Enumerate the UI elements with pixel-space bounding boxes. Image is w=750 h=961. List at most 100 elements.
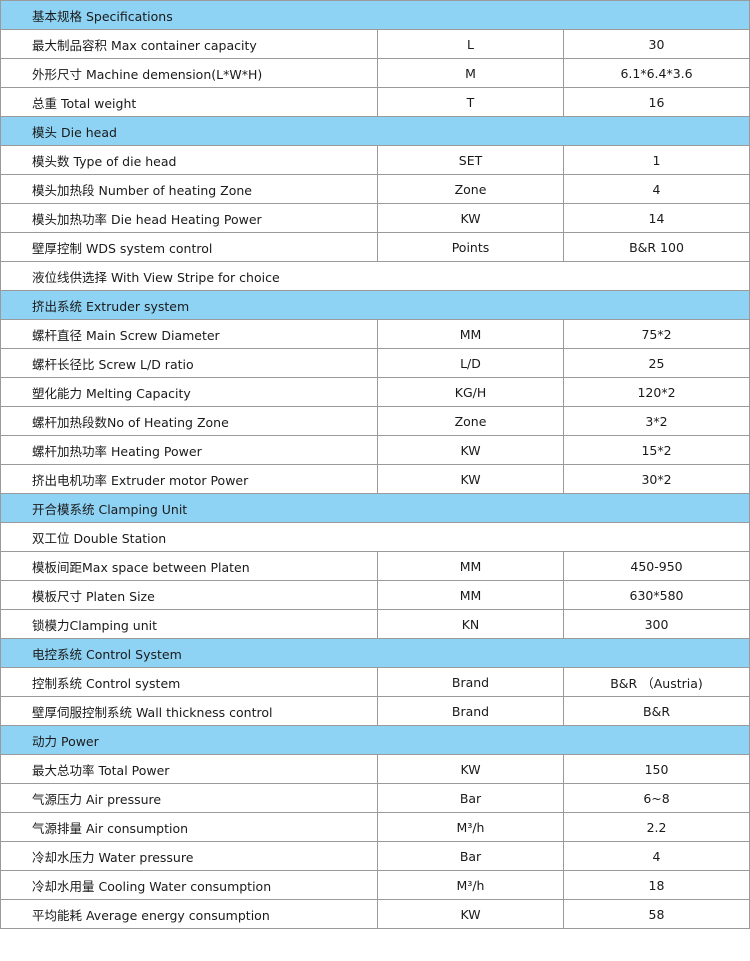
spec-value: 1 bbox=[562, 145, 750, 175]
spec-note: 双工位 Double Station bbox=[0, 522, 750, 552]
spec-label: 螺杆直径 Main Screw Diameter bbox=[0, 319, 378, 349]
spec-value: 300 bbox=[562, 609, 750, 639]
spec-unit: KN bbox=[377, 609, 564, 639]
spec-label: 壁厚伺服控制系统 Wall thickness control bbox=[0, 696, 378, 726]
spec-label: 模板尺寸 Platen Size bbox=[0, 580, 378, 610]
section-header: 动力 Power bbox=[0, 725, 750, 755]
spec-label: 锁模力Clamping unit bbox=[0, 609, 378, 639]
section-title: 开合模系统 Clamping Unit bbox=[0, 493, 750, 523]
spec-unit: M³/h bbox=[377, 812, 564, 842]
spec-label: 模头数 Type of die head bbox=[0, 145, 378, 175]
spec-value: 16 bbox=[562, 87, 750, 117]
spec-label: 控制系统 Control system bbox=[0, 667, 378, 697]
spec-value: 75*2 bbox=[562, 319, 750, 349]
spec-label: 气源压力 Air pressure bbox=[0, 783, 378, 813]
spec-value: B&R 100 bbox=[562, 232, 750, 262]
table-row: 液位线供选择 With View Stripe for choice bbox=[0, 261, 750, 291]
spec-label: 最大总功率 Total Power bbox=[0, 754, 378, 784]
spec-unit: SET bbox=[377, 145, 564, 175]
spec-label: 模头加热功率 Die head Heating Power bbox=[0, 203, 378, 233]
spec-label: 冷却水压力 Water pressure bbox=[0, 841, 378, 871]
spec-unit: L bbox=[377, 29, 564, 59]
section-title: 电控系统 Control System bbox=[0, 638, 750, 668]
spec-value: 18 bbox=[562, 870, 750, 900]
spec-value: 6.1*6.4*3.6 bbox=[562, 58, 750, 88]
spec-unit: MM bbox=[377, 319, 564, 349]
section-title: 挤出系统 Extruder system bbox=[0, 290, 750, 320]
spec-label: 平均能耗 Average energy consumption bbox=[0, 899, 378, 929]
spec-unit: Zone bbox=[377, 174, 564, 204]
spec-unit: KW bbox=[377, 754, 564, 784]
spec-unit: KG/H bbox=[377, 377, 564, 407]
spec-unit: Brand bbox=[377, 667, 564, 697]
spec-label: 螺杆加热功率 Heating Power bbox=[0, 435, 378, 465]
spec-unit: KW bbox=[377, 203, 564, 233]
spec-value: 450-950 bbox=[562, 551, 750, 581]
spec-label: 外形尺寸 Machine demension(L*W*H) bbox=[0, 58, 378, 88]
spec-value: 4 bbox=[562, 174, 750, 204]
spec-value: 15*2 bbox=[562, 435, 750, 465]
spec-value: 4 bbox=[562, 841, 750, 871]
spec-label: 塑化能力 Melting Capacity bbox=[0, 377, 378, 407]
spec-label: 壁厚控制 WDS system control bbox=[0, 232, 378, 262]
spec-unit: KW bbox=[377, 464, 564, 494]
spec-label: 模板间距Max space between Platen bbox=[0, 551, 378, 581]
spec-unit: KW bbox=[377, 435, 564, 465]
section-header: 电控系统 Control System bbox=[0, 638, 750, 668]
spec-value: 120*2 bbox=[562, 377, 750, 407]
spec-value: B&R bbox=[562, 696, 750, 726]
spec-value: 25 bbox=[562, 348, 750, 378]
spec-unit: Brand bbox=[377, 696, 564, 726]
spec-label: 挤出电机功率 Extruder motor Power bbox=[0, 464, 378, 494]
spec-value: 30*2 bbox=[562, 464, 750, 494]
spec-value: 2.2 bbox=[562, 812, 750, 842]
spec-unit: Bar bbox=[377, 841, 564, 871]
spec-value: 14 bbox=[562, 203, 750, 233]
section-title: 动力 Power bbox=[0, 725, 750, 755]
spec-unit: Bar bbox=[377, 783, 564, 813]
spec-unit: KW bbox=[377, 899, 564, 929]
spec-value: 150 bbox=[562, 754, 750, 784]
spec-value: 30 bbox=[562, 29, 750, 59]
spec-label: 气源排量 Air consumption bbox=[0, 812, 378, 842]
spec-label: 最大制品容积 Max container capacity bbox=[0, 29, 378, 59]
spec-unit: Points bbox=[377, 232, 564, 262]
spec-label: 螺杆加热段数No of Heating Zone bbox=[0, 406, 378, 436]
spec-value: 58 bbox=[562, 899, 750, 929]
spec-value: 3*2 bbox=[562, 406, 750, 436]
spec-label: 冷却水用量 Cooling Water consumption bbox=[0, 870, 378, 900]
section-title: 基本规格 Specifications bbox=[0, 0, 750, 30]
spec-label: 螺杆长径比 Screw L/D ratio bbox=[0, 348, 378, 378]
spec-unit: L/D bbox=[377, 348, 564, 378]
table-row: 双工位 Double Station bbox=[0, 522, 750, 552]
section-header: 基本规格 Specifications bbox=[0, 0, 750, 30]
section-header: 开合模系统 Clamping Unit bbox=[0, 493, 750, 523]
spec-value: B&R （Austria) bbox=[562, 667, 750, 697]
spec-unit: Zone bbox=[377, 406, 564, 436]
spec-unit: T bbox=[377, 87, 564, 117]
